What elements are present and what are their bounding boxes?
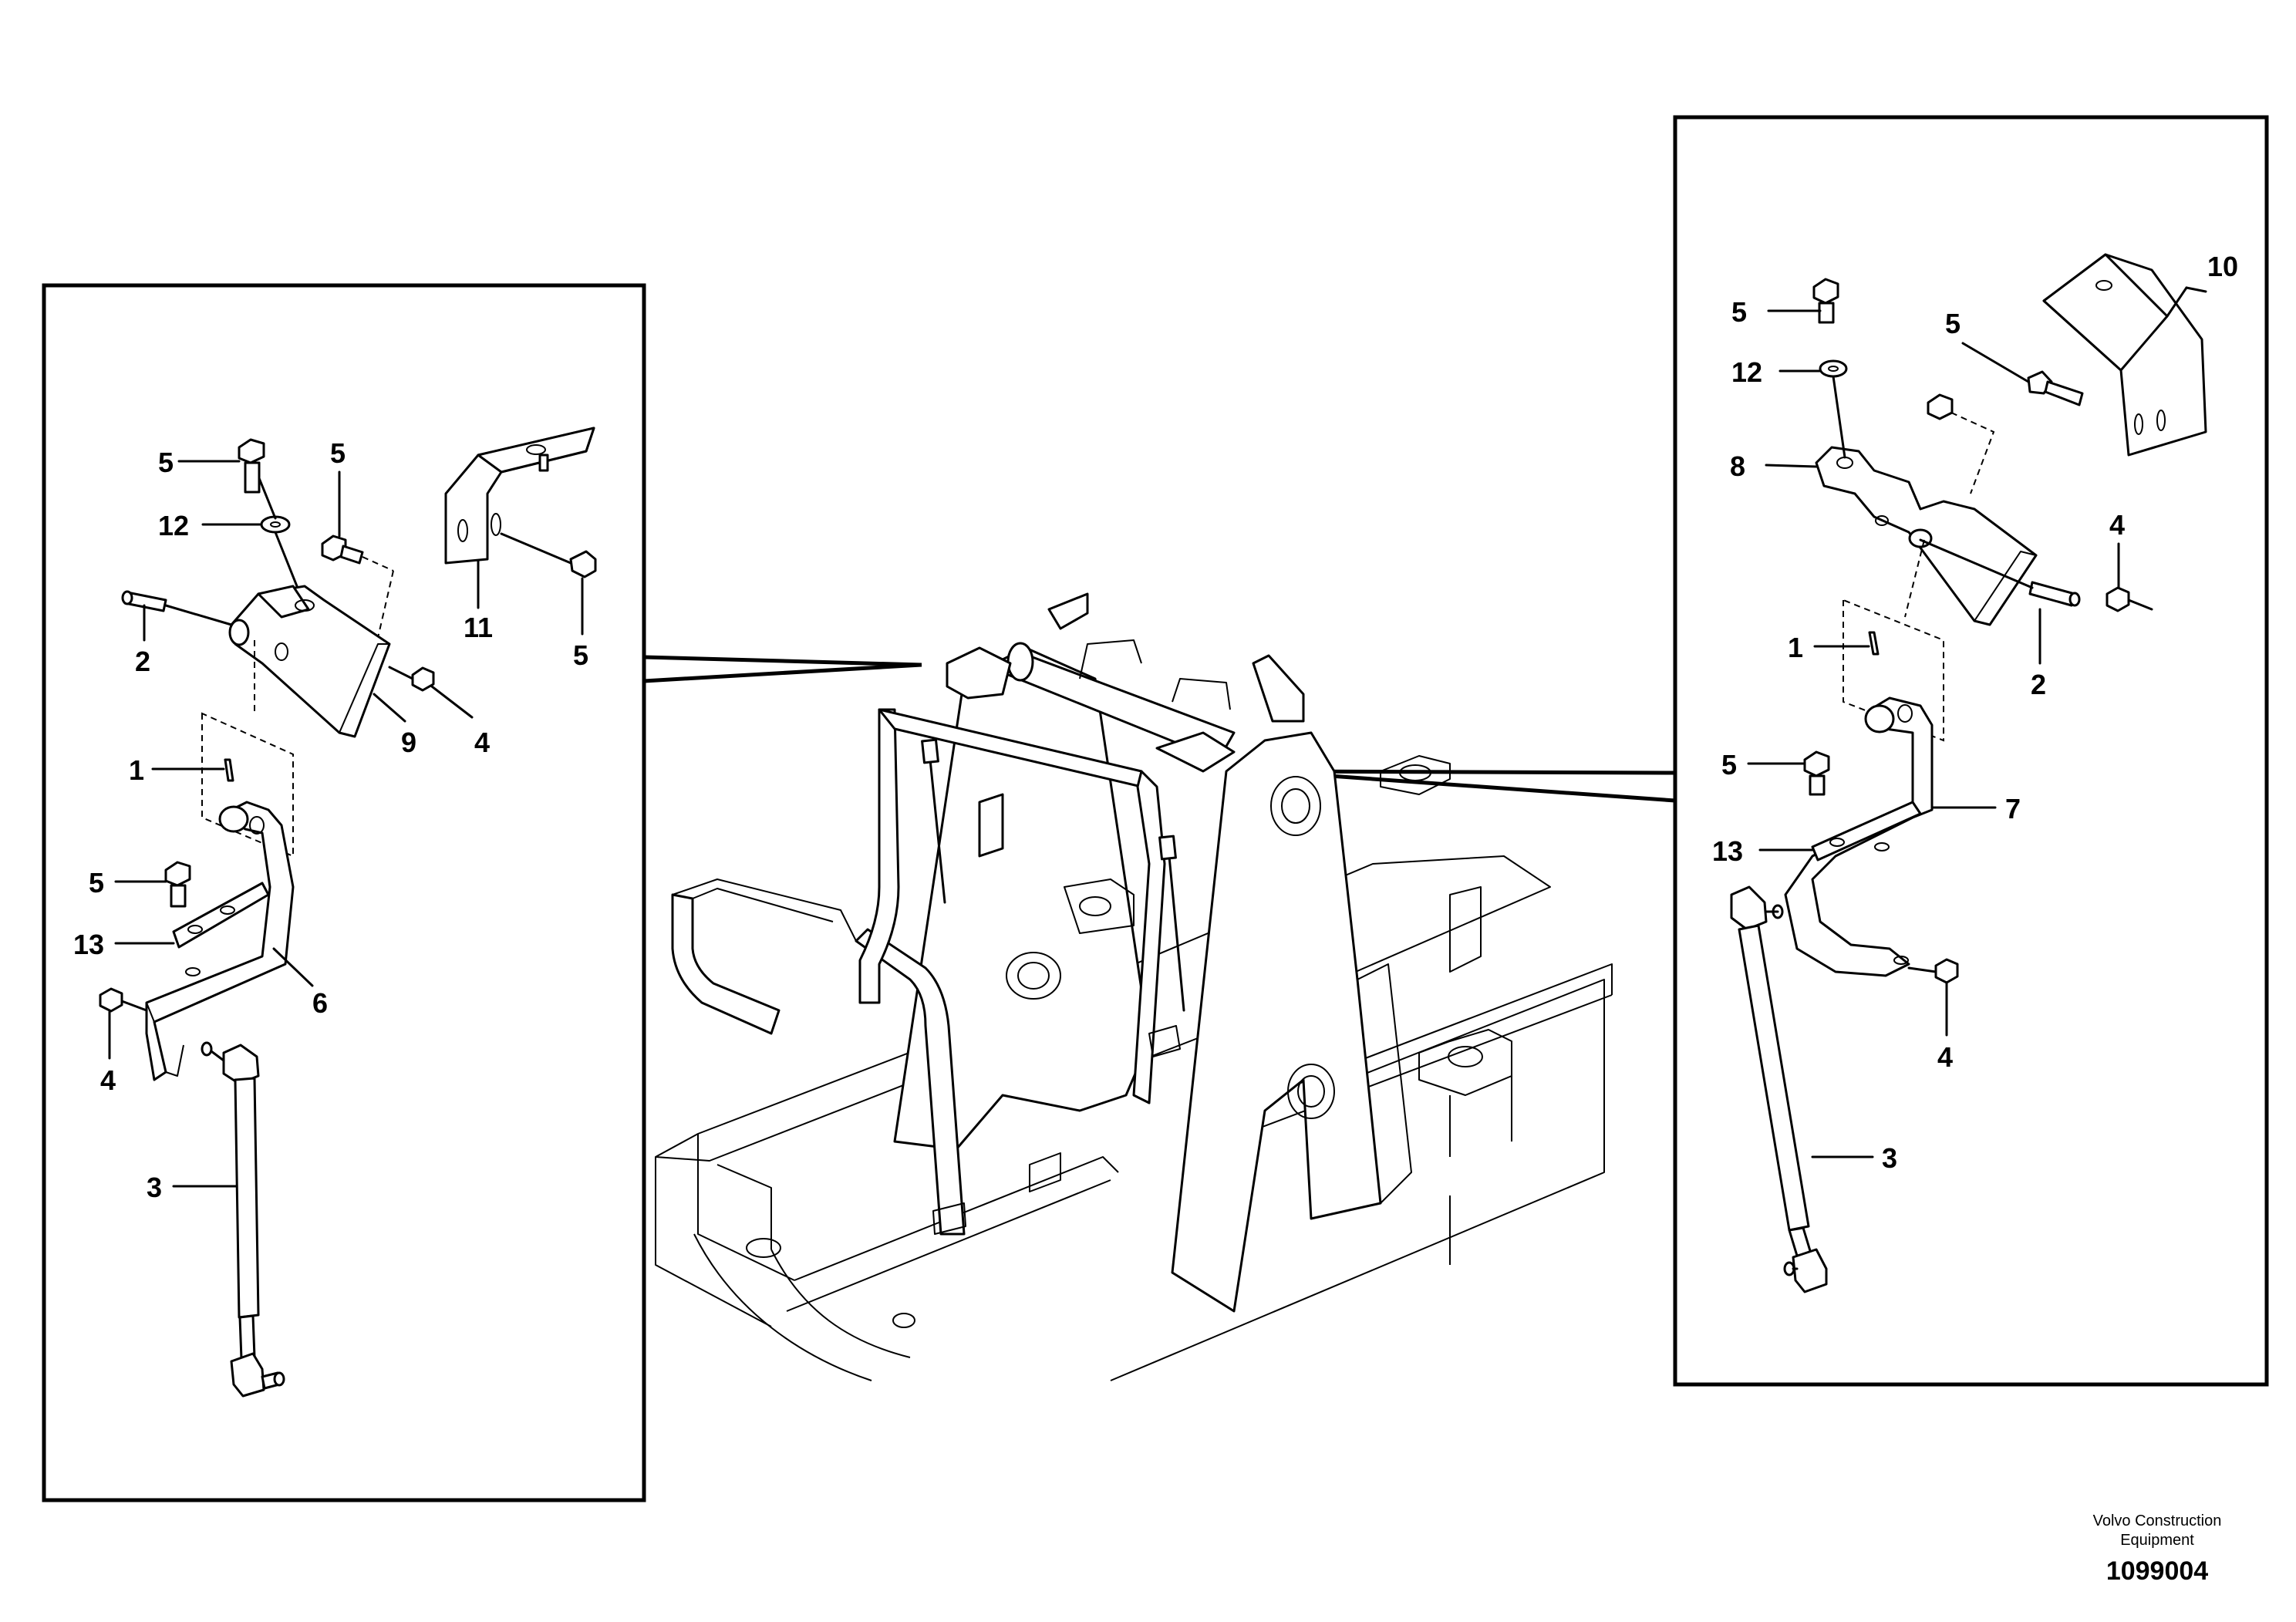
callout-left-5-top: 5 — [158, 447, 174, 478]
callout-left-2: 2 — [135, 646, 150, 677]
callout-right-2: 2 — [2031, 669, 2046, 700]
right-detail-frame — [1673, 115, 2269, 1387]
callout-left-4-lower: 4 — [100, 1064, 116, 1096]
callout-right-12: 12 — [1731, 356, 1762, 388]
callout-right-7: 7 — [2005, 793, 2021, 824]
callout-right-10: 10 — [2207, 251, 2238, 282]
right-detail-parts — [1730, 253, 2207, 1293]
callout-left-5-bracket: 5 — [330, 437, 346, 469]
callout-right-4-lower: 4 — [1937, 1041, 1953, 1073]
callout-right-13: 13 — [1712, 835, 1743, 867]
callout-left-9: 9 — [401, 727, 416, 758]
callout-right-4-top: 4 — [2109, 509, 2125, 541]
callout-right-3: 3 — [1882, 1142, 1897, 1174]
callout-left-11: 11 — [464, 612, 493, 643]
callout-left-6: 6 — [312, 987, 328, 1019]
callout-left-3: 3 — [147, 1172, 162, 1203]
left-detail-frame — [42, 283, 646, 1502]
company-name-line1: Volvo Construction — [2093, 1512, 2222, 1529]
left-callouts: 5 12 5 11 5 2 9 4 1 5 13 6 4 3 — [73, 437, 588, 1203]
callout-right-5-cover: 5 — [1945, 308, 1961, 339]
callout-left-4-top: 4 — [474, 727, 490, 758]
callout-right-5-top: 5 — [1731, 296, 1747, 328]
callout-right-5-lower: 5 — [1721, 749, 1737, 781]
callout-left-13: 13 — [73, 929, 104, 960]
callout-left-1: 1 — [129, 754, 144, 786]
drawing-number: 1099004 — [2106, 1556, 2208, 1586]
footer-block: Volvo Construction Equipment 1099004 — [2093, 1512, 2222, 1586]
callout-right-8: 8 — [1730, 450, 1745, 482]
company-name-line2: Equipment — [2120, 1532, 2194, 1549]
left-detail-parts — [99, 427, 597, 1398]
right-callouts: 10 5 12 5 8 4 1 2 5 7 13 4 3 — [1712, 251, 2238, 1174]
callout-right-1: 1 — [1788, 632, 1803, 663]
callout-left-5-lower: 5 — [89, 867, 104, 899]
callout-left-12: 12 — [158, 510, 189, 541]
machine-frame-illustration — [655, 592, 1613, 1381]
callout-left-5-side: 5 — [573, 639, 588, 671]
